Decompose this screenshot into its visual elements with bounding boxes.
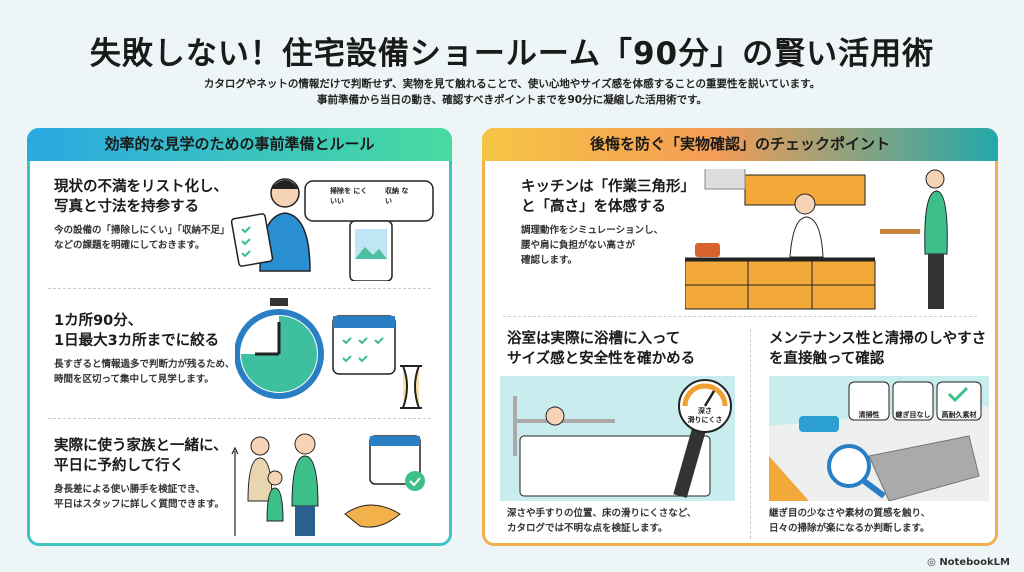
tip-desc: 長すぎると情報過多で判断力が残るため、時間を区切って集中して見学します。 [54, 359, 235, 385]
subtitle: カタログやネットの情報だけで判断せず、実物を見て触れることで、使い心地やサイズ感… [0, 76, 1024, 108]
stopwatch-calendar-illustration [235, 298, 422, 409]
subtitle-line: 事前準備から当日の動き、確認すべきポイントまでを90分に凝縮した活用術です。 [316, 94, 708, 106]
tag-hard-to-clean: 掃除を にくいい [330, 187, 368, 205]
tag-seamless: 継ぎ目なし [895, 411, 931, 419]
tip-list-photos: 現状の不満をリスト化し、写真と寸法を持参する 今の設備の「掃除しにくい」「収納不… [54, 177, 254, 253]
divider [503, 316, 977, 317]
bathtub-illustration [500, 376, 735, 501]
bath-title: 浴室は実際に浴槽に入ってサイズ感と安全性を確かめる [507, 331, 696, 367]
checkpoint-panel: 後悔を防ぐ「実物確認」のチェックポイント キッチンは「作業三角形」と「高さ」を体… [482, 128, 998, 546]
tip-desc: 身長差による使い勝手を検証でき、平日はスタッフに詳しく質問できます。 [54, 484, 225, 510]
tip-title: 1カ所90分、1日最大3カ所までに絞る [54, 313, 220, 349]
maintenance-check: メンテナンス性と清掃のしやすさを直接触って確認 [769, 329, 999, 369]
family-handshake-illustration [231, 433, 425, 536]
bath-desc: 深さや手すりの位置、床の滑りにくさなど、カタログでは不明な点を検証します。 [507, 508, 697, 534]
tag-no-storage: 収納 ない [385, 187, 409, 205]
panel-header: 後悔を防ぐ「実物確認」のチェックポイント [482, 128, 998, 161]
cleaning-illustration [769, 376, 989, 501]
bath-check: 浴室は実際に浴槽に入ってサイズ感と安全性を確かめる [507, 329, 747, 369]
logo-icon: ◎ [927, 557, 940, 568]
tip-time-limit: 1カ所90分、1日最大3カ所までに絞る 長すぎると情報過多で判断力が残るため、時… [54, 311, 264, 387]
tip-title: 現状の不満をリスト化し、写真と寸法を持参する [54, 179, 228, 215]
tag-durable-material: 高耐久素材 [941, 411, 977, 419]
maintenance-desc: 継ぎ目の少なさや素材の質感を触り、日々の掃除が楽になるか判断します。 [769, 508, 931, 534]
preparation-panel: 効率的な見学のための事前準備とルール 現状の不満をリスト化し、写真と寸法を持参す… [27, 128, 452, 546]
kitchen-desc: 調理動作をシミュレーションし、腰や肩に負担がない高さが確認します。 [521, 225, 664, 266]
page-title: 失敗しない！住宅設備ショールーム「90分」の賢い活用術 [89, 36, 935, 72]
tip-bring-family: 実際に使う家族と一緒に、平日に予約して行く 身長差による使い勝手を検証でき、平日… [54, 436, 264, 512]
maintenance-title: メンテナンス性と清掃のしやすさを直接触って確認 [769, 331, 987, 367]
tag-cleanability: 清掃性 [858, 411, 880, 419]
tip-title: 実際に使う家族と一緒に、平日に予約して行く [54, 438, 228, 474]
notebooklm-logo: ◎ NotebookLM [927, 557, 1010, 568]
gauge-label: 深さ滑りにくさ [687, 407, 723, 424]
checklist-person-illustration [230, 178, 434, 281]
panel-header: 効率的な見学のための事前準備とルール [27, 128, 452, 161]
divider [48, 288, 431, 289]
kitchen-title: キッチンは「作業三角形」と「高さ」を体感する [521, 179, 695, 215]
tip-desc: 今の設備の「掃除しにくい」「収納不足」などの課題を明確にしておきます。 [54, 225, 230, 251]
divider [750, 329, 751, 539]
divider [48, 418, 431, 419]
kitchen-illustration [685, 169, 948, 310]
subtitle-line: カタログやネットの情報だけで判断せず、実物を見て触れることで、使い心地やサイズ感… [203, 78, 821, 90]
kitchen-check: キッチンは「作業三角形」と「高さ」を体感する 調理動作をシミュレーションし、腰や… [521, 177, 695, 268]
